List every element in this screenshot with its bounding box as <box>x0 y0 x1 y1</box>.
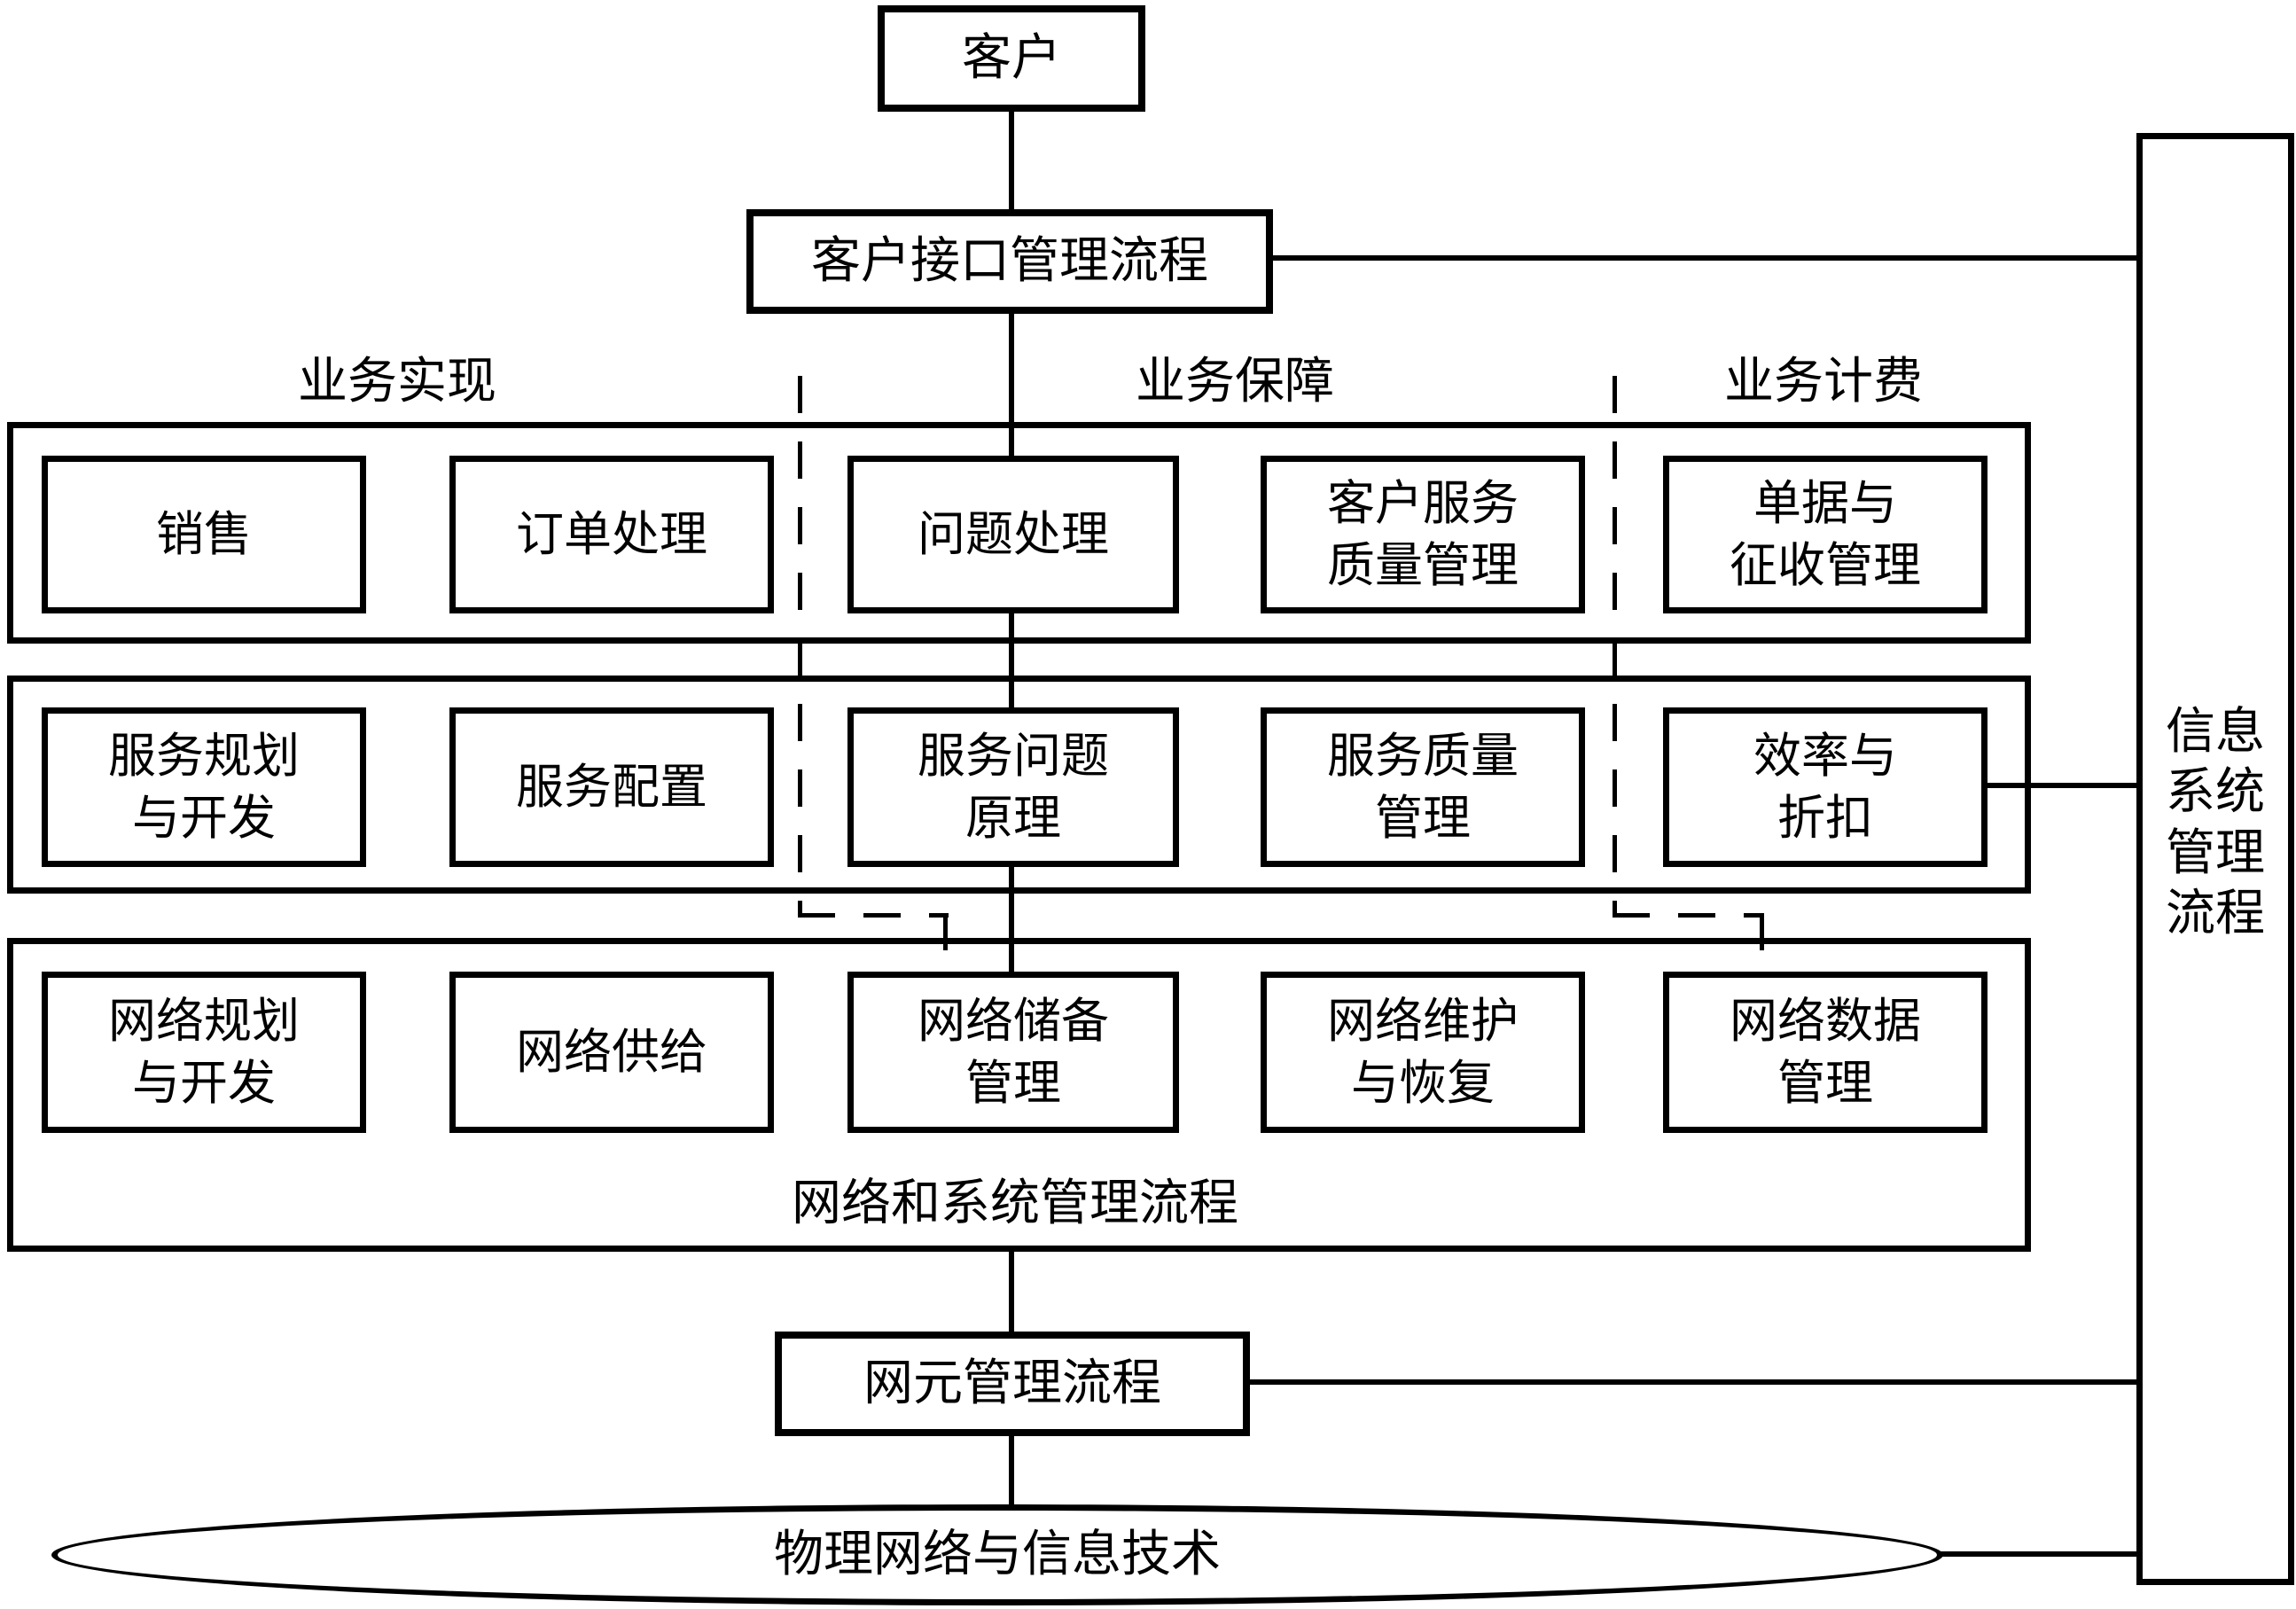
connector-customer-to-interface <box>1009 110 1014 211</box>
physical-network-ellipse: 物理网络与信息技术 <box>51 1504 1943 1605</box>
customer-interface-label: 客户接口管理流程 <box>811 233 1208 289</box>
divider-assurance-billing-jog <box>1613 913 1764 918</box>
row-frame-customer-care <box>7 422 2031 644</box>
divider-fulfillment-assurance <box>798 376 802 917</box>
connector-rating-to-infosystem <box>1984 783 2142 788</box>
process-box-network-provisioning: 网络供给 <box>449 972 774 1133</box>
process-box-network-data-management: 网络数据 管理 <box>1663 972 1988 1133</box>
process-box-order-handling: 订单处理 <box>449 456 774 613</box>
row-frame-service-management <box>7 676 2031 894</box>
row-frame-network-system-management <box>7 938 2031 1252</box>
connector-interface-to-network-inventory <box>1009 312 1014 975</box>
process-box-service-quality-management: 服务质量 管理 <box>1261 707 1585 867</box>
connector-physical-to-infosystem <box>1915 1551 2142 1557</box>
divider-assurance-billing <box>1613 376 1617 917</box>
connector-interface-to-infosystem <box>1268 255 2142 261</box>
process-box-service-planning: 服务规划 与开发 <box>42 707 366 867</box>
physical-network-label: 物理网络与信息技术 <box>774 1527 1221 1582</box>
connector-row3-to-network-element <box>1009 1250 1014 1334</box>
process-box-network-inventory-management: 网络储备 管理 <box>847 972 1179 1133</box>
process-box-problem-handling: 问题处理 <box>847 456 1179 613</box>
info-system-bar: 信息 系统 管理 流程 <box>2136 133 2294 1585</box>
info-system-label: 信息 系统 管理 流程 <box>2166 705 2265 941</box>
customer-box: 客户 <box>878 5 1145 112</box>
process-box-customer-qos-management: 客户服务 质量管理 <box>1261 456 1585 613</box>
process-box-network-maintenance-restoration: 网络维护 与恢复 <box>1261 972 1585 1133</box>
network-element-label: 网元管理流程 <box>863 1355 1161 1411</box>
network-element-box: 网元管理流程 <box>775 1332 1250 1436</box>
customer-label: 客户 <box>962 30 1061 86</box>
customer-interface-box: 客户接口管理流程 <box>746 209 1273 314</box>
process-box-network-planning: 网络规划 与开发 <box>42 972 366 1133</box>
section-label-fulfillment: 业务实现 <box>298 354 496 410</box>
process-box-rating-discount: 效率与 折扣 <box>1663 707 1988 867</box>
section-label-assurance: 业务保障 <box>1136 354 1334 410</box>
connector-network-element-to-infosystem <box>1246 1379 2142 1385</box>
process-box-invoicing-collection: 单据与 征收管理 <box>1663 456 1988 613</box>
process-box-service-problem: 服务问题 原理 <box>847 707 1179 867</box>
connector-network-element-to-physical <box>1009 1433 1014 1512</box>
network-system-row-label: 网络和系统管理流程 <box>792 1176 1238 1231</box>
process-box-sales: 销售 <box>42 456 366 613</box>
process-box-service-configuration: 服务配置 <box>449 707 774 867</box>
section-label-billing: 业务计费 <box>1724 354 1923 410</box>
divider-fulfillment-assurance-jog <box>798 913 949 918</box>
